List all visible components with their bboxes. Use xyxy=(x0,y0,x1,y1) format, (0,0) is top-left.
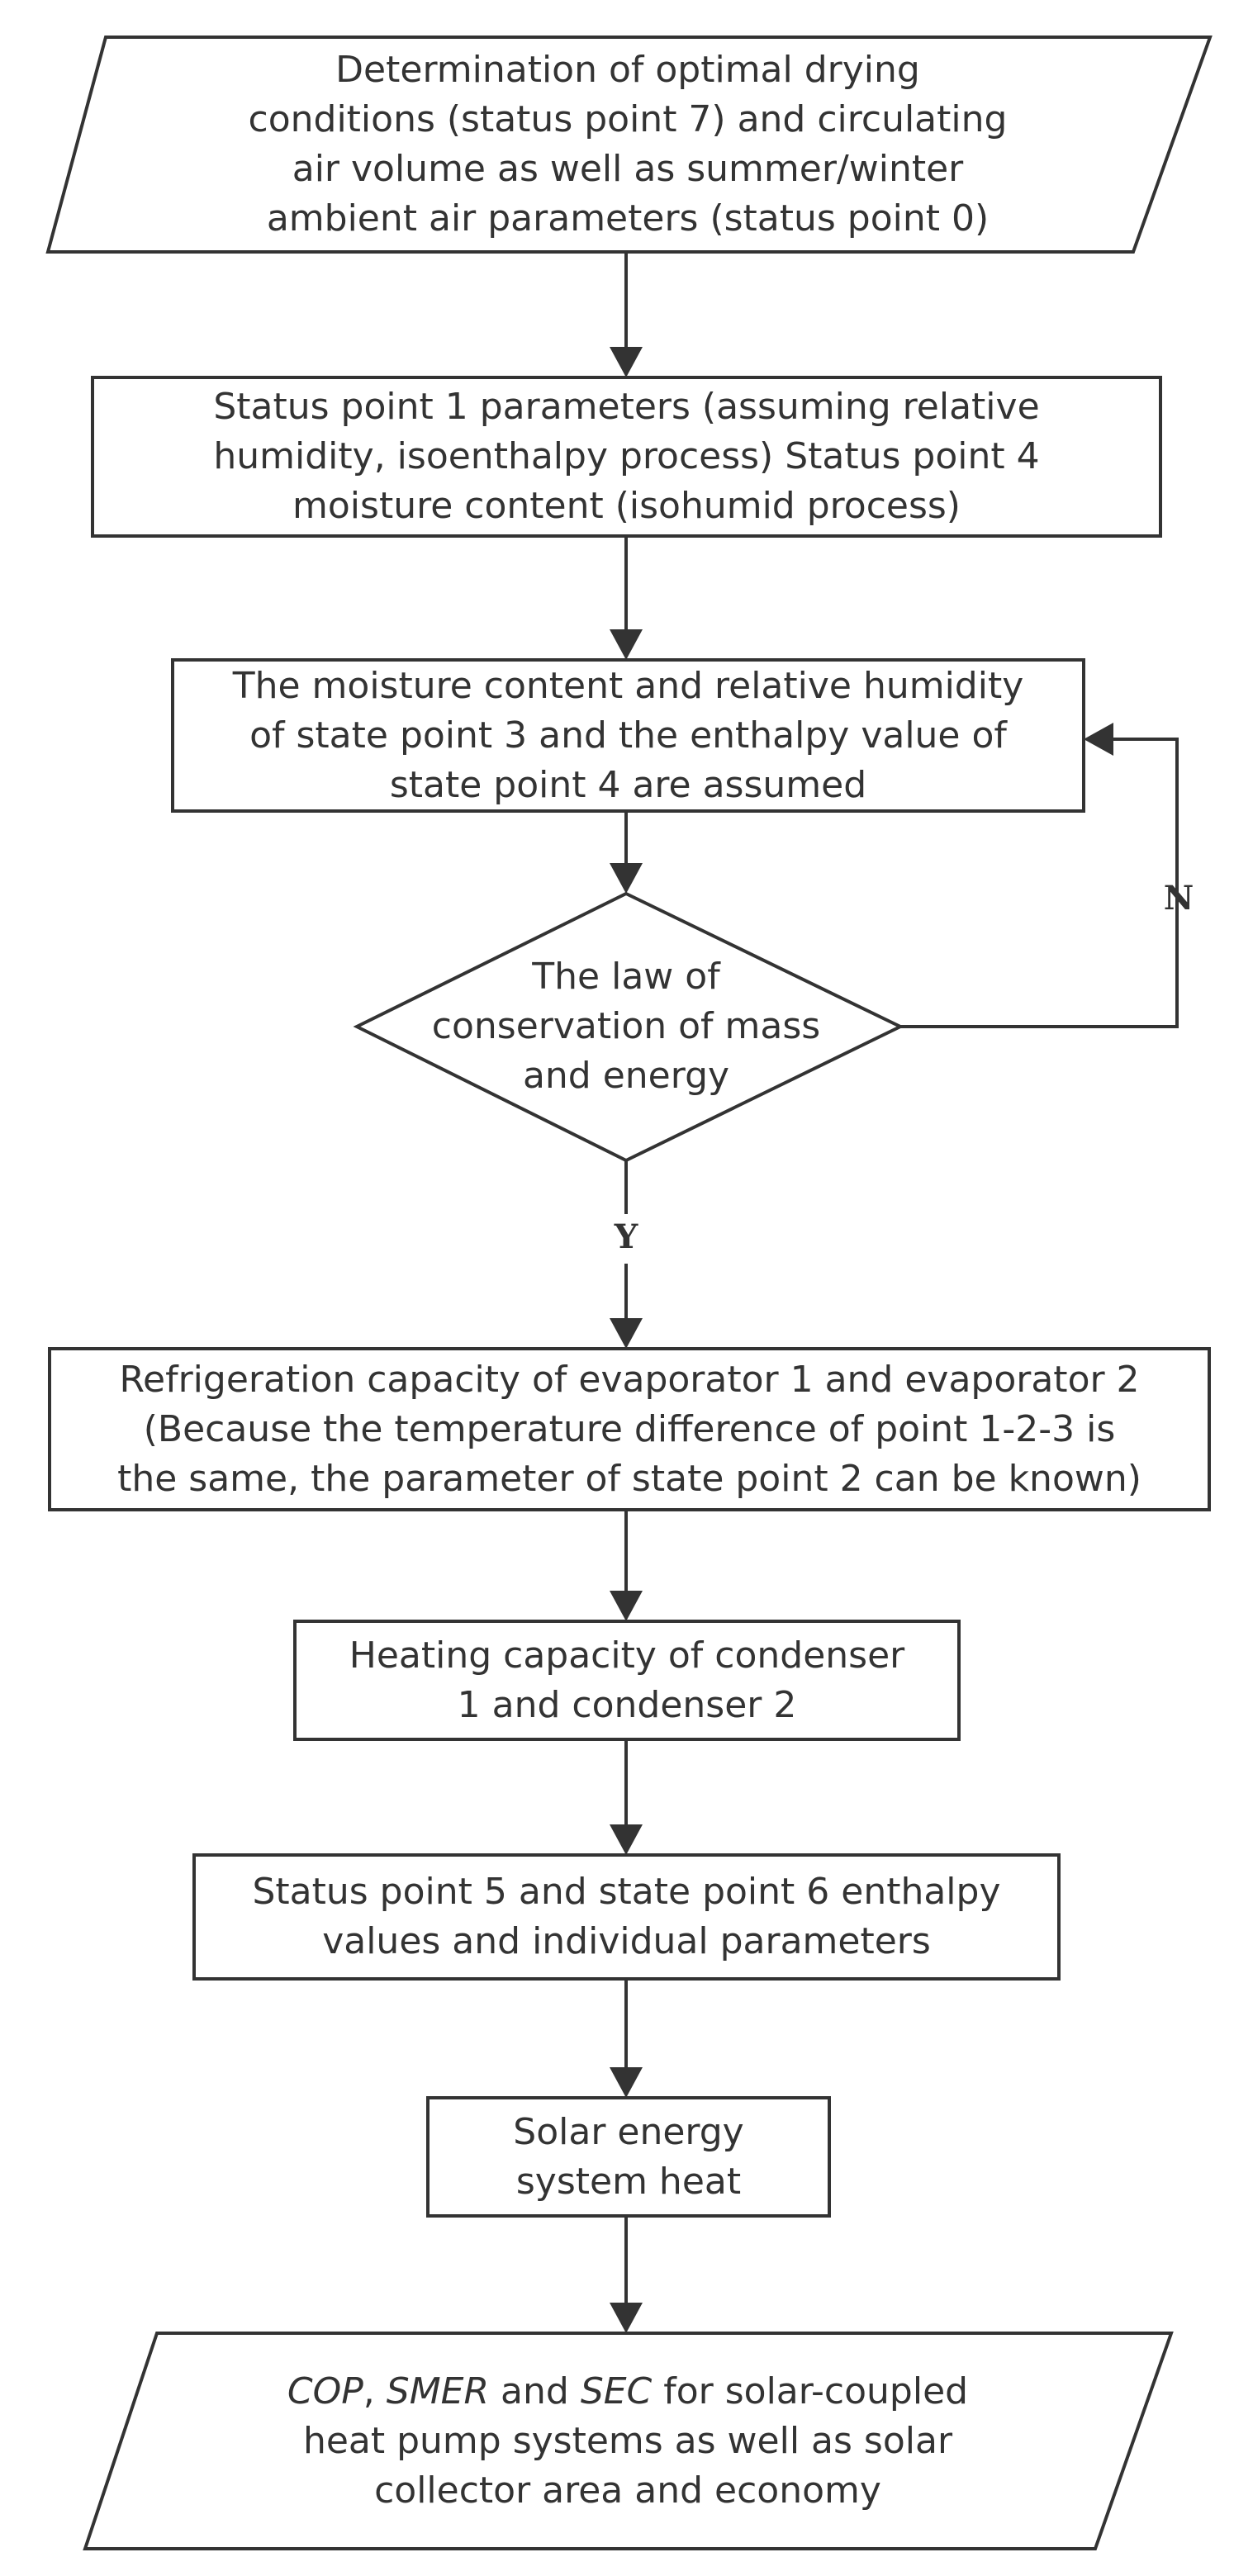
end-line-3: collector area and economy xyxy=(374,2469,881,2512)
arrowhead-step4 xyxy=(610,1591,643,1621)
end-line-1-rest: for solar-coupled xyxy=(652,2370,969,2412)
decision-label: The law of conservation of mass and ener… xyxy=(405,917,847,1136)
end-cop-term: COP xyxy=(287,2370,363,2412)
step3-label: Refrigeration capacity of evaporator 1 a… xyxy=(50,1349,1209,1510)
start-label: Determination of optimal drying conditio… xyxy=(99,37,1156,252)
start-line-4: ambient air parameters (status point 0) xyxy=(266,197,990,240)
arrowhead-end xyxy=(610,2303,643,2333)
loop-back-connector xyxy=(900,738,1179,1028)
start-line-2: conditions (status point 7) and circulat… xyxy=(248,98,1008,140)
step2-line-1: The moisture content and relative humidi… xyxy=(232,664,1024,707)
end-label: COP, SMER and SEC for solar-coupled heat… xyxy=(149,2333,1107,2549)
step6-line-1: Solar energy xyxy=(513,2110,744,2153)
step4-line-2: 1 and condenser 2 xyxy=(457,1683,797,1726)
step3-line-2: (Because the temperature difference of p… xyxy=(143,1407,1116,1450)
arrowhead-step5 xyxy=(610,1824,643,1855)
start-parallelogram xyxy=(45,36,1213,254)
arrowhead-step2 xyxy=(610,629,643,660)
arrowhead-loop-back xyxy=(1084,723,1113,756)
step2-label: The moisture content and relative humidi… xyxy=(173,660,1084,811)
end-line-2: heat pump systems as well as solar xyxy=(302,2419,953,2462)
step6-line-2: system heat xyxy=(515,2160,742,2203)
no-branch-label: N xyxy=(1163,879,1194,918)
step1-line-3: moisture content (isohumid process) xyxy=(292,485,961,527)
start-line-1: Determination of optimal drying xyxy=(335,49,920,91)
decision-line-1: The law of xyxy=(532,956,720,998)
yes-branch-label: Y xyxy=(614,1217,638,1256)
end-sec-term: SEC xyxy=(580,2370,653,2412)
step2-line-2: of state point 3 and the enthalpy value … xyxy=(249,714,1007,757)
end-sep-1: , xyxy=(363,2370,387,2412)
step4-label: Heating capacity of condenser 1 and cond… xyxy=(295,1621,959,1739)
step5-line-2: values and individual parameters xyxy=(322,1920,931,1962)
step6-box xyxy=(426,2096,831,2218)
arrowhead-step6 xyxy=(610,2067,643,2098)
end-parallelogram xyxy=(83,2332,1174,2550)
step2-line-3: state point 4 are assumed xyxy=(389,763,867,806)
step5-label: Status point 5 and state point 6 enthalp… xyxy=(194,1855,1059,1979)
arrowhead-step1 xyxy=(610,347,643,377)
step3-line-1: Refrigeration capacity of evaporator 1 a… xyxy=(119,1358,1140,1401)
step1-line-2: humidity, isoenthalpy process) Status po… xyxy=(213,435,1040,477)
arrowhead-step3 xyxy=(610,1318,643,1349)
step3-line-3: the same, the parameter of state point 2… xyxy=(117,1457,1141,1500)
step1-label: Status point 1 parameters (assuming rela… xyxy=(93,377,1160,536)
step1-line-1: Status point 1 parameters (assuming rela… xyxy=(213,386,1040,428)
step6-label: Solar energy system heat xyxy=(428,2098,829,2216)
decision-line-2: conservation of mass xyxy=(431,1005,821,1047)
end-and: and xyxy=(489,2370,581,2412)
start-line-3: air volume as well as summer/winter xyxy=(292,148,964,190)
arrowhead-decision xyxy=(610,863,643,894)
end-line-1: COP, SMER and SEC for solar-coupled xyxy=(287,2367,968,2417)
end-smer-term: SMER xyxy=(386,2370,490,2412)
step2-box xyxy=(171,658,1085,813)
decision-line-3: and energy xyxy=(522,1055,730,1097)
step5-line-1: Status point 5 and state point 6 enthalp… xyxy=(252,1871,1001,1913)
step4-line-1: Heating capacity of condenser xyxy=(349,1634,905,1677)
step3-box xyxy=(48,1347,1211,1511)
